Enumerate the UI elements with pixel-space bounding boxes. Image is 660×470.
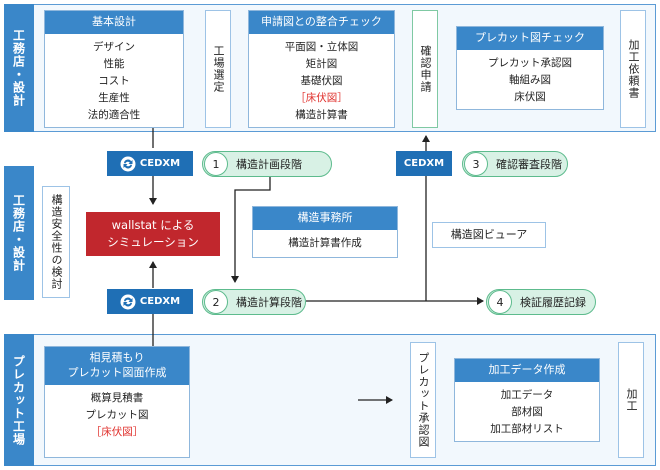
card-precut-check: プレカット図チェック プレカット承認図 軸組み図 床伏図 (456, 26, 604, 110)
cedxm-badge-2: CEDXM (107, 289, 193, 314)
wallstat-simulation-box: wallstat による シミュレーション (86, 212, 220, 256)
cedxm-label: CEDXM (403, 158, 445, 169)
card-aimitsumori: 相見積もり プレカット図面作成 概算見積書 プレカット図 ［床伏図］ (44, 346, 190, 458)
band-bottom-label: プレカット工場 (4, 334, 34, 466)
band-top-label: 工務店・設計 (4, 4, 34, 132)
item: 概算見積書 (90, 391, 144, 404)
card-jimusho-title: 構造事務所 (253, 207, 397, 230)
item-highlight: ［床伏図］ (90, 425, 144, 438)
stage-2-pill: 2 構造計算段階 (202, 289, 306, 315)
simulation-line1: wallstat による (111, 218, 195, 232)
item: 構造計算書 (295, 108, 348, 121)
item: プレカット承認図 (488, 56, 572, 69)
kozo-viewer-box: 構造図ビューア (432, 222, 546, 248)
item: 性能 (103, 57, 125, 70)
item: 加工データ (500, 388, 554, 401)
simulation-line2: シミュレーション (107, 235, 199, 249)
vbox-kako-iraisho: 加工依頼書 (620, 10, 646, 128)
card-kako-data-title: 加工データ作成 (455, 359, 599, 382)
item: 矩計図 (305, 57, 338, 70)
card-shinsei-items: 平面図・立体図 矩計図 基礎伏図 ［床伏図］ 構造計算書 (249, 34, 394, 124)
card-shinsei-check: 申請図との整合チェック 平面図・立体図 矩計図 基礎伏図 ［床伏図］ 構造計算書 (248, 10, 395, 128)
stage-label: 構造計画段階 (236, 158, 302, 171)
stage-number: 1 (204, 152, 228, 176)
card-kihon-sekkei: 基本設計 デザイン 性能 コスト 生産性 法的適合性 (44, 10, 184, 128)
stage-label: 構造計算段階 (236, 296, 302, 309)
cedxm-badge-1: CEDXM (107, 151, 193, 176)
sync-icon (120, 156, 136, 171)
item: 基礎伏図 (300, 74, 343, 87)
card-aimitsumori-items: 概算見積書 プレカット図 ［床伏図］ (45, 385, 189, 441)
card-kihon-items: デザイン 性能 コスト 生産性 法的適合性 (45, 34, 183, 124)
card-precut-check-title: プレカット図チェック (457, 27, 603, 50)
item: 構造計算書作成 (288, 236, 362, 249)
card-precut-check-items: プレカット承認図 軸組み図 床伏図 (457, 50, 603, 106)
card-shinsei-title: 申請図との整合チェック (249, 11, 394, 34)
item: プレカット図 (85, 408, 149, 421)
stage-label: 検証履歴記録 (520, 296, 586, 309)
item: コスト (98, 74, 130, 87)
cedxm-badge-3: CEDXM (396, 151, 452, 176)
vbox-kako: 加工 (618, 342, 644, 458)
stage-4-pill: 4 検証履歴記録 (486, 289, 596, 315)
stage-number: 4 (488, 290, 512, 314)
stage-3-pill: 3 確認審査段階 (462, 151, 568, 177)
item: 加工部材リスト (490, 422, 564, 435)
stage-label: 確認審査段階 (496, 158, 562, 171)
vbox-kojo-sentei: 工場選定 (205, 10, 231, 128)
band-middle-label: 工務店・設計 (4, 166, 34, 300)
card-kako-data-items: 加工データ 部材図 加工部材リスト (455, 382, 599, 438)
card-jimusho-items: 構造計算書作成 (253, 230, 397, 252)
item: 軸組み図 (509, 73, 551, 86)
item: 部材図 (511, 405, 543, 418)
item-highlight: ［床伏図］ (295, 91, 348, 104)
item: 床伏図 (514, 90, 546, 103)
item: 生産性 (98, 91, 130, 104)
stage-number: 2 (204, 290, 228, 314)
cedxm-label: CEDXM (139, 158, 181, 169)
card-kako-data: 加工データ作成 加工データ 部材図 加工部材リスト (454, 358, 600, 442)
card-kihon-title: 基本設計 (45, 11, 183, 34)
vbox-kozo-anzen: 構造安全性の検討 (42, 186, 70, 298)
sync-icon (120, 294, 136, 309)
stage-1-pill: 1 構造計画段階 (202, 151, 332, 177)
vbox-kakunin-shinsei: 確認申請 (412, 10, 438, 128)
vbox-precut-shonin: プレカット承認図 (410, 342, 436, 458)
cedxm-label: CEDXM (139, 296, 181, 307)
item: 法的適合性 (87, 108, 141, 121)
item: デザイン (93, 40, 135, 53)
card-kozo-jimusho: 構造事務所 構造計算書作成 (252, 206, 398, 258)
stage-number: 3 (464, 152, 488, 176)
card-aimitsumori-title: 相見積もり プレカット図面作成 (45, 347, 189, 385)
item: 平面図・立体図 (284, 40, 359, 53)
